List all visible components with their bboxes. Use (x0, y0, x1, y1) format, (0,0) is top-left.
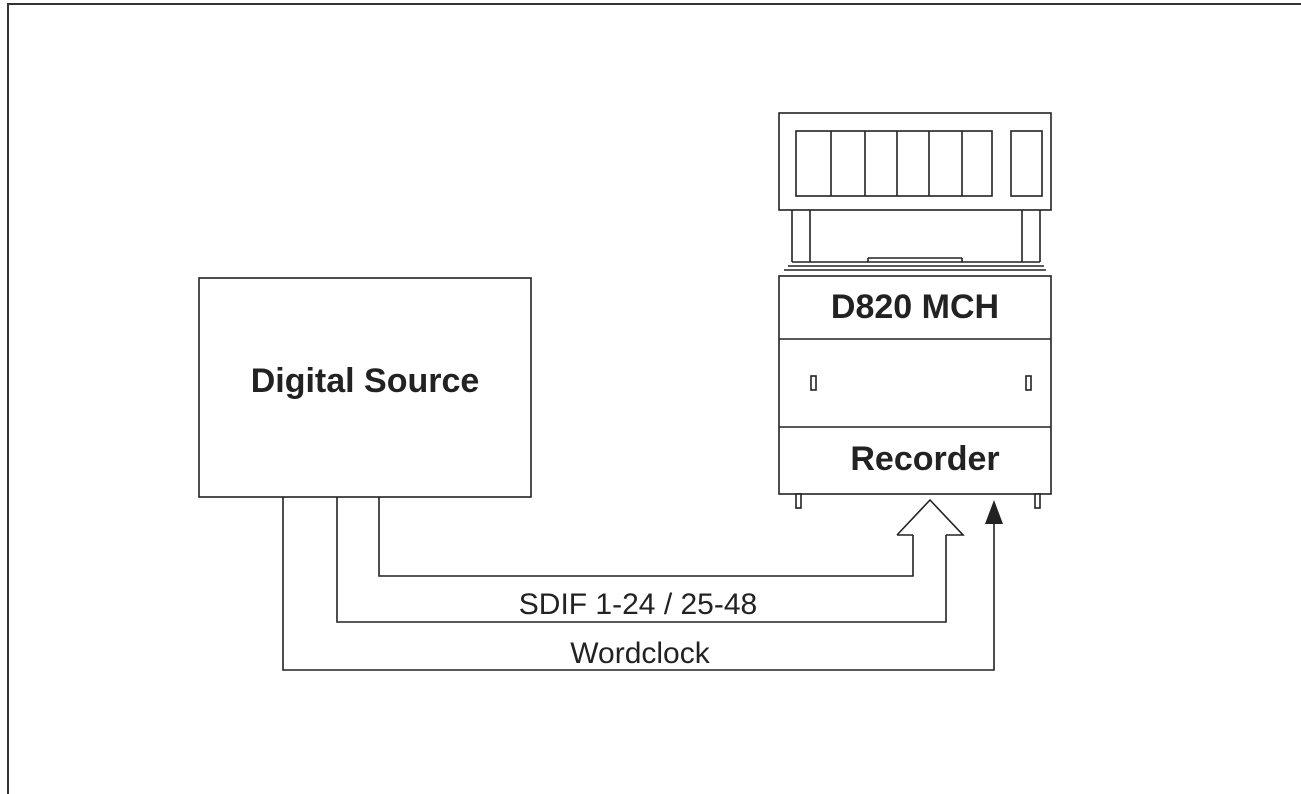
digital-source-box (198, 277, 532, 498)
diagram-frame (7, 3, 1301, 794)
sdif-connection-line-2 (336, 497, 947, 623)
wordclock-arrow-head (985, 500, 1003, 524)
digital-source-label: Digital Source (251, 362, 480, 400)
sdif-label: SDIF 1-24 / 25-48 (519, 588, 757, 621)
wordclock-label: Wordclock (570, 637, 710, 670)
recorder-slot-right (1025, 375, 1032, 391)
recorder-model-label: D820 MCH (831, 288, 999, 326)
wordclock-connection-line (282, 497, 995, 671)
sdif-connection-line (378, 497, 914, 577)
recorder-device: D820 MCH Recorder (778, 112, 1052, 509)
recorder-label: Recorder (850, 440, 999, 478)
recorder-foot-right (1034, 493, 1041, 509)
recorder-foot-left (795, 493, 802, 509)
sdif-arrow-head (896, 498, 965, 536)
recorder-slot-left (810, 375, 817, 391)
recorder-side-module (1010, 130, 1043, 197)
recorder-module-panel (795, 130, 993, 197)
recorder-body (778, 275, 1052, 495)
